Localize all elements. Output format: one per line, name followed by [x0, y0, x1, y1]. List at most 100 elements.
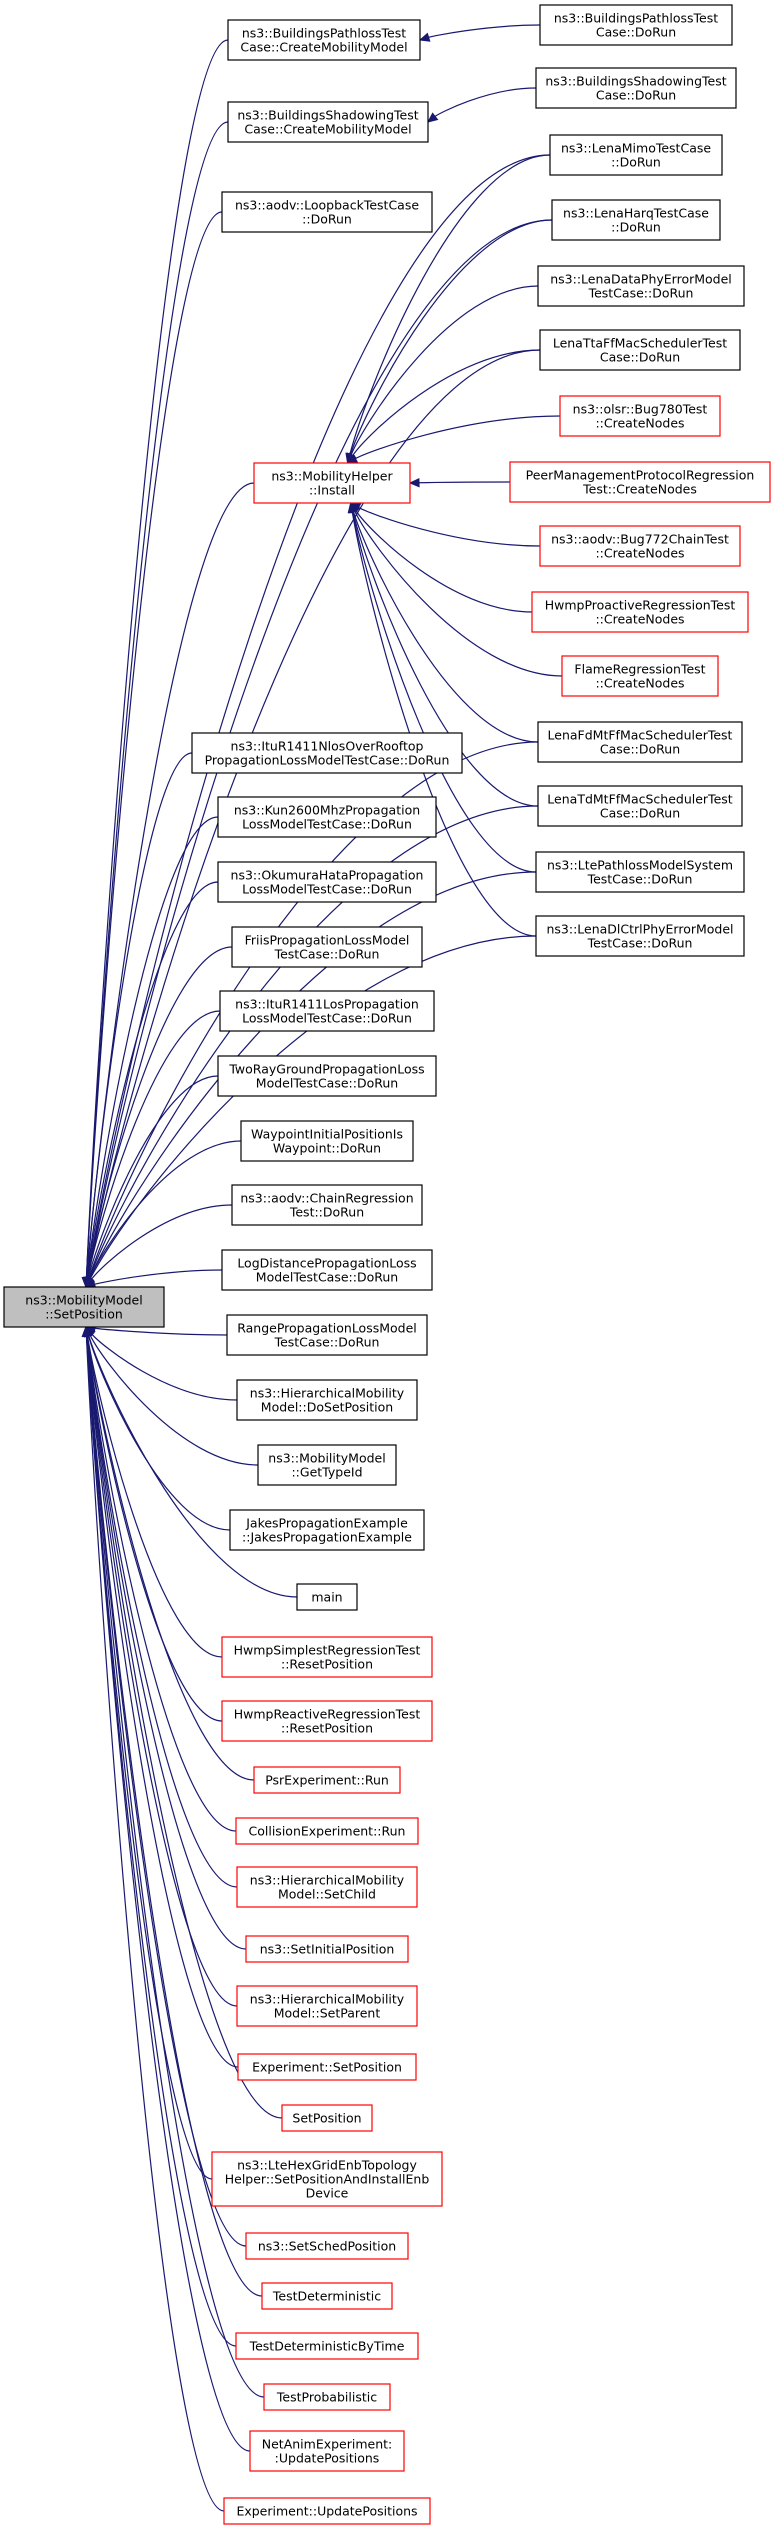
node-lena-dpe[interactable]: ns3::LenaDataPhyErrorModelTestCase::DoRu… — [537, 265, 745, 307]
node-itu-los[interactable]: ns3::ItuR1411LosPropagationLossModelTest… — [219, 990, 435, 1032]
call-edge — [86, 946, 233, 1279]
node-exp-up[interactable]: Experiment::UpdatePositions — [223, 2497, 431, 2525]
node-box — [535, 67, 737, 109]
node-label-line: ns3::ItuR1411NlosOverRooftop — [231, 739, 424, 754]
node-lte-path[interactable]: ns3::LtePathlossModelSystemTestCase::DoR… — [535, 851, 745, 893]
node-label-line: ModelTestCase::DoRun — [256, 1076, 398, 1091]
node-label-line: JakesPropagationExample — [245, 1516, 408, 1531]
node-box — [249, 2430, 405, 2472]
call-edge — [86, 1335, 238, 2007]
node-label-line: Case::CreateMobilityModel — [244, 122, 411, 137]
node-label-line: ::SetPosition — [45, 1307, 123, 1322]
node-hier-sp[interactable]: ns3::HierarchicalMobilityModel::SetParen… — [236, 1985, 418, 2027]
node-sched[interactable]: ns3::SetSchedPosition — [245, 2232, 409, 2260]
node-label-line: ns3::LenaDlCtrlPhyErrorModel — [546, 922, 733, 937]
node-box — [229, 1509, 425, 1551]
node-label-line: LossModelTestCase::DoRun — [242, 882, 412, 897]
node-jakes[interactable]: JakesPropagationExample::JakesPropagatio… — [229, 1509, 425, 1551]
arrowhead-icon — [347, 501, 358, 514]
node-label-line: FlameRegressionTest — [574, 662, 705, 677]
node-hwmp-pro[interactable]: HwmpProactiveRegressionTest::CreateNodes — [531, 591, 749, 633]
node-lena-dl[interactable]: ns3::LenaDlCtrlPhyErrorModelTestCase::Do… — [535, 915, 745, 957]
node-lena-harq[interactable]: ns3::LenaHarqTestCase::DoRun — [551, 199, 721, 241]
edges-layer — [81, 24, 563, 2512]
node-hwmp-react[interactable]: HwmpReactiveRegressionTest::ResetPositio… — [221, 1700, 433, 1742]
call-edge — [85, 121, 229, 1279]
node-main[interactable]: main — [296, 1583, 358, 1611]
node-label-line: Device — [306, 2186, 349, 2201]
node-olsr[interactable]: ns3::olsr::Bug780Test::CreateNodes — [559, 395, 721, 437]
call-edge — [87, 1010, 221, 1279]
call-edge — [352, 511, 539, 807]
node-kun[interactable]: ns3::Kun2600MhzPropagationLossModelTestC… — [217, 796, 437, 838]
call-edge — [86, 752, 193, 1279]
node-box — [227, 101, 429, 143]
node-itu-nlos[interactable]: ns3::ItuR1411NlosOverRooftopPropagationL… — [191, 732, 463, 774]
node-bpl-cmm[interactable]: ns3::BuildingsPathlossTestCase::CreateMo… — [227, 19, 421, 61]
node-label-line: LenaFdMtFfMacSchedulerTest — [548, 728, 733, 743]
node-okumura[interactable]: ns3::OkumuraHataPropagationLossModelTest… — [217, 861, 437, 903]
node-mm-gti[interactable]: ns3::MobilityModel::GetTypeId — [257, 1444, 397, 1486]
node-peer[interactable]: PeerManagementProtocolRegressionTest::Cr… — [509, 461, 771, 503]
node-netanim[interactable]: NetAnimExperiment::UpdatePositions — [249, 2430, 405, 2472]
node-helper[interactable]: ns3::MobilityHelper::Install — [253, 462, 411, 504]
node-collision[interactable]: CollisionExperiment::Run — [235, 1817, 419, 1845]
node-tprob[interactable]: TestProbabilistic — [263, 2383, 391, 2411]
node-root[interactable]: ns3::MobilityModel::SetPosition — [3, 1286, 165, 1328]
node-flame[interactable]: FlameRegressionTest::CreateNodes — [561, 655, 719, 697]
node-bst-cmm[interactable]: ns3::BuildingsShadowingTestCase::CreateM… — [227, 101, 429, 143]
arrowhead-icon — [85, 1276, 95, 1289]
node-psr[interactable]: PsrExperiment::Run — [253, 1766, 401, 1794]
node-box — [235, 2332, 419, 2360]
node-label-line: CollisionExperiment::Run — [249, 1824, 406, 1839]
node-label-line: Case::DoRun — [600, 350, 680, 365]
call-edge — [418, 481, 511, 484]
node-tdet[interactable]: TestDeterministic — [261, 2282, 393, 2310]
call-edge — [86, 1335, 263, 2297]
node-aodv772[interactable]: ns3::aodv::Bug772ChainTest::CreateNodes — [539, 525, 741, 567]
node-aodv-loop[interactable]: ns3::aodv::LoopbackTestCase::DoRun — [221, 191, 433, 233]
node-box — [257, 1444, 397, 1486]
node-hwmp-simp[interactable]: HwmpSimplestRegressionTest::ResetPositio… — [221, 1636, 433, 1678]
call-edge — [85, 39, 229, 1279]
node-box — [231, 1184, 423, 1226]
node-box — [211, 2151, 443, 2207]
node-label-line: ns3::BuildingsPathlossTest — [242, 26, 406, 41]
node-label-line: SetPosition — [292, 2111, 361, 2126]
node-label-line: TestCase::DoRun — [587, 872, 693, 887]
node-label-line: ::CreateNodes — [595, 612, 684, 627]
node-label-line: ::Install — [309, 483, 355, 498]
node-box — [551, 199, 721, 241]
node-lena-mimo[interactable]: ns3::LenaMimoTestCase::DoRun — [549, 134, 723, 176]
call-edge — [86, 1335, 223, 1658]
node-setinit[interactable]: ns3::SetInitialPosition — [245, 1935, 409, 1963]
node-ltehex[interactable]: ns3::LteHexGridEnbTopologyHelper::SetPos… — [211, 2151, 443, 2207]
node-label-line: NetAnimExperiment: — [262, 2437, 393, 2452]
node-box — [281, 2104, 373, 2132]
node-exp-sp[interactable]: Experiment::SetPosition — [237, 2053, 417, 2081]
call-edge — [86, 1335, 283, 2119]
node-box — [531, 591, 749, 633]
node-label-line: ns3::OkumuraHataPropagation — [231, 868, 424, 883]
node-logdist[interactable]: LogDistancePropagationLossModelTestCase:… — [221, 1249, 433, 1291]
node-setpos[interactable]: SetPosition — [281, 2104, 373, 2132]
node-hier-dsp[interactable]: ns3::HierarchicalMobilityModel::DoSetPos… — [236, 1379, 418, 1421]
node-label-line: ::JakesPropagationExample — [242, 1530, 412, 1545]
node-box — [221, 1249, 433, 1291]
node-box — [217, 796, 437, 838]
node-box — [245, 2232, 409, 2260]
node-label-line: Waypoint::DoRun — [273, 1141, 381, 1156]
node-tdet-time[interactable]: TestDeterministicByTime — [235, 2332, 419, 2360]
node-tworay[interactable]: TwoRayGroundPropagationLossModelTestCase… — [217, 1055, 437, 1097]
